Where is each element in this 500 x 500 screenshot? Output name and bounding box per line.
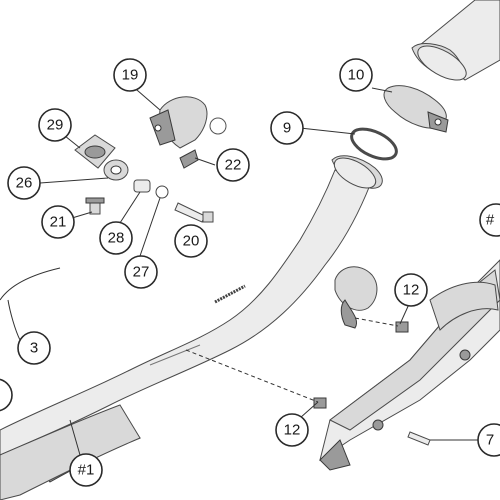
- bolt-icon: [85, 197, 105, 215]
- grommet-icon: [334, 266, 378, 329]
- spring-icon: [179, 149, 199, 169]
- callout-partial-left: [0, 378, 13, 412]
- callout-26: 26: [7, 166, 41, 200]
- leader-lines: [0, 83, 478, 456]
- callout-12-lower: 12: [275, 413, 309, 447]
- callout-10-label: 10: [348, 67, 365, 84]
- callout-9-label: 9: [283, 120, 291, 137]
- callout-19-label: 19: [122, 67, 139, 84]
- callout-21-label: 21: [50, 214, 67, 231]
- washer-icon: [209, 117, 227, 135]
- callout-28: 28: [99, 221, 133, 255]
- callout-12-upper: 12: [394, 273, 428, 307]
- bolt-icon: [407, 431, 431, 446]
- callout-9: 9: [270, 111, 304, 145]
- callout-29: 29: [38, 108, 72, 142]
- callout-29-label: 29: [47, 117, 64, 134]
- callout-26-label: 26: [16, 175, 33, 192]
- callout-22-label: 22: [225, 157, 242, 174]
- callout-1-right: #: [479, 203, 500, 237]
- callout-19: 19: [113, 58, 147, 92]
- washer-icon: [155, 185, 169, 199]
- manifold-flange-icon: [411, 0, 500, 81]
- bolt-icon: [174, 202, 214, 223]
- spacer-icon: [133, 179, 151, 193]
- callout-21: 21: [41, 205, 75, 239]
- callout-3-label: 3: [30, 340, 38, 357]
- callout-1-lower-label: #1: [78, 462, 95, 479]
- callout-27: 27: [124, 255, 158, 289]
- callout-1-right-label: #: [486, 212, 495, 229]
- clip-nut-icon: [313, 321, 409, 409]
- callout-7: 7: [477, 423, 500, 457]
- callout-22: 22: [216, 148, 250, 182]
- callout-28-label: 28: [108, 230, 125, 247]
- mount-bracket-icon: [74, 134, 116, 169]
- bracket-icon: [149, 96, 208, 149]
- callout-1-lower: #1: [69, 453, 103, 487]
- callout-20-label: 20: [183, 233, 200, 250]
- silencer-icon: [319, 259, 500, 471]
- callout-3: 3: [17, 331, 51, 365]
- callout-7-label: 7: [486, 432, 494, 449]
- callout-20: 20: [174, 224, 208, 258]
- callout-10: 10: [339, 58, 373, 92]
- callout-12-upper-label: 12: [403, 282, 420, 299]
- bushing-icon: [103, 159, 129, 181]
- callout-27-label: 27: [133, 264, 150, 281]
- clamp-icon: [383, 85, 449, 133]
- callout-12-lower-label: 12: [284, 422, 301, 439]
